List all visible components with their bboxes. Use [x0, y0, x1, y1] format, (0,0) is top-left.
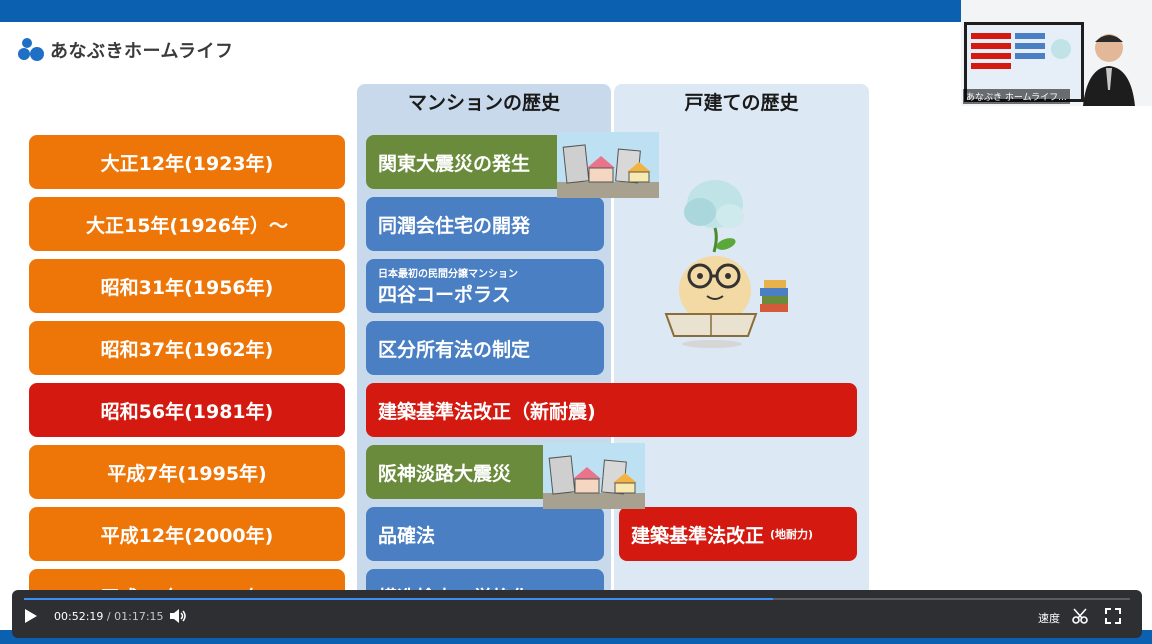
event-cell: 品確法 [366, 507, 604, 561]
presenter-webcam: あなぶき ホームライフ... [961, 0, 1152, 106]
earthquake-illustration [557, 132, 659, 198]
house-event-cell: 建築基準法改正 (地耐力) [619, 507, 857, 561]
fullscreen-icon[interactable] [1105, 608, 1121, 624]
year-cell: 大正15年(1926年）～ [29, 197, 345, 251]
player-controls: 00:52:19 / 01:17:15 速度 [12, 590, 1142, 638]
event-cell: 日本最初の民間分譲マンション 四谷コーポラス [366, 259, 604, 313]
progress-fill [24, 598, 773, 600]
year-cell: 平成12年(2000年) [29, 507, 345, 561]
house-event-title: 建築基準法改正 [631, 524, 765, 547]
current-time: 00:52:19 [54, 610, 104, 623]
earthquake-illustration [543, 443, 645, 509]
house-column-header: 戸建ての歴史 [684, 92, 799, 114]
logo-icon [18, 36, 46, 64]
event-title: 四谷コーポラス [378, 284, 511, 306]
event-cell-wide: 建築基準法改正（新耐震) [366, 383, 857, 437]
event-subtitle: 日本最初の民間分譲マンション [378, 269, 518, 280]
year-cell: 昭和31年(1956年) [29, 259, 345, 313]
progress-bar[interactable] [24, 598, 1130, 600]
top-accent-bar [0, 0, 1152, 22]
duration: 01:17:15 [114, 610, 164, 623]
mansion-column-header: マンションの歴史 [407, 92, 560, 114]
brand-name: あなぶきホームライフ [50, 41, 234, 62]
playback-speed-button[interactable]: 速度 [1038, 612, 1060, 625]
play-icon[interactable] [24, 608, 38, 624]
house-event-note: (地耐力) [770, 528, 814, 541]
event-cell: 区分所有法の制定 [366, 321, 604, 375]
time-separator: / [106, 610, 111, 623]
year-cell: 平成7年(1995年) [29, 445, 345, 499]
mascot-illustration [664, 180, 788, 348]
event-cell: 同潤会住宅の開発 [366, 197, 604, 251]
time-display: 00:52:19 / 01:17:15 [54, 610, 164, 623]
year-cell: 大正12年(1923年) [29, 135, 345, 189]
year-cell: 昭和37年(1962年) [29, 321, 345, 375]
year-cell: 昭和56年(1981年) [29, 383, 345, 437]
presenter-avatar [1083, 34, 1135, 106]
volume-icon[interactable] [169, 608, 187, 624]
webcam-caption: あなぶき ホームライフ... [963, 89, 1070, 104]
brand-logo: あなぶきホームライフ [18, 36, 234, 64]
scissors-icon[interactable] [1072, 608, 1088, 624]
